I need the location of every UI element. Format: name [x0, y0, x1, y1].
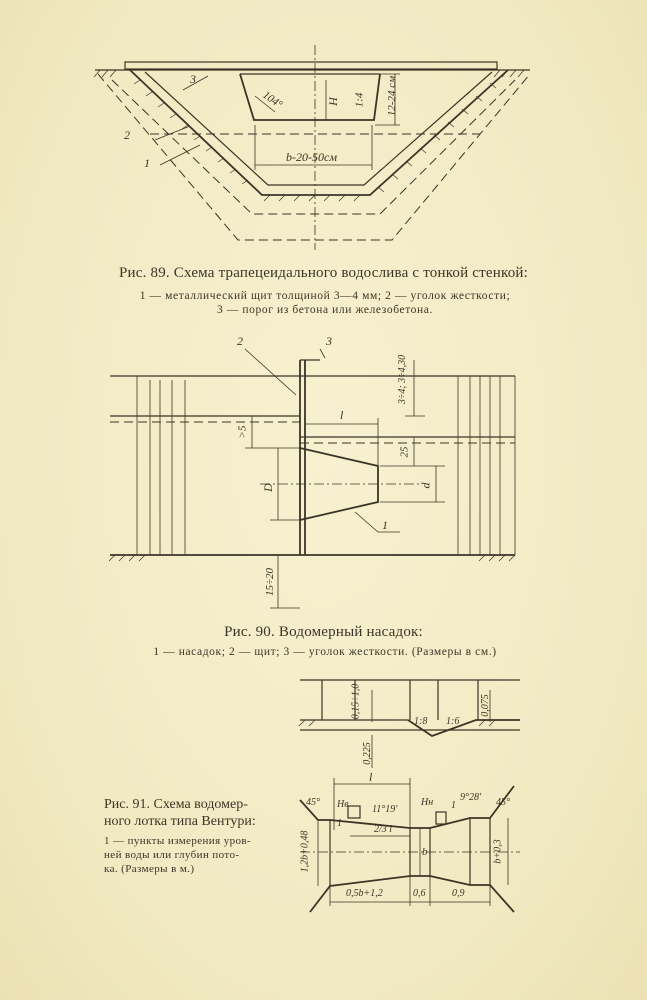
fig91-angle4-label: 9°28' — [460, 792, 482, 803]
fig89-label-1: 1 — [144, 156, 150, 170]
fig91-one1-label: 1 — [337, 818, 342, 829]
fig91-slope1-label: 1:8 — [414, 716, 428, 727]
fig91-slope2-label: 1:6 — [446, 716, 460, 727]
fig89-label-3: 3 — [190, 72, 196, 86]
fig91-dim1-label: 0,15÷1,0 — [350, 683, 362, 720]
fig89-caption-title: Рис. 89. Схема трапецеидального водослив… — [118, 265, 529, 281]
fig90-label-3: 3 — [326, 334, 332, 348]
fig91-caption-title-1: Рис. 91. Схема водомер- — [104, 797, 248, 812]
fig90-l-label: l — [340, 408, 344, 422]
fig91-angle1-label: 45° — [306, 797, 320, 808]
fig90-label-2: 2 — [237, 334, 243, 348]
fig91-dim2-label: 0,075 — [479, 694, 491, 717]
fig90-caption-note: 1 — насадок; 2 — щит; 3 — уголок жесткос… — [153, 646, 497, 658]
fig91-one2-label: 1 — [451, 800, 456, 811]
fig91-caption-note-3: ка. (Размеры в м.) — [104, 863, 195, 875]
fig90-label-1: 1 — [382, 518, 388, 532]
fig91-l-label: l — [369, 770, 373, 784]
fig91-bottom2-label: 0,6 — [413, 888, 426, 899]
fig91-caption-title-2: ного лотка типа Вентури: — [104, 814, 256, 829]
fig89-caption-note-1: 1 — металлический щит толщиной 3—4 мм; 2… — [139, 290, 511, 302]
fig91-bottom3-label: 0,9 — [452, 888, 465, 899]
fig89-caption-note-2: 3 — порог из бетона или железобетона. — [217, 304, 433, 316]
fig91-side-label: 1,2b+0,48 — [299, 830, 311, 873]
fig91-caption-note-1: 1 — пункты измерения уров- — [104, 835, 252, 847]
fig91-b03-label: b+0,3 — [492, 839, 504, 864]
fig91-angle3-label: 11°19' — [372, 804, 398, 815]
fig91-b-label: b — [422, 846, 428, 858]
fig91-bottom1-label: 0,5b+1,2 — [346, 888, 383, 899]
fig91-hb-label: Hв — [337, 799, 349, 810]
fig90-caption-title: Рис. 90. Водомерный насадок: — [224, 624, 423, 640]
fig91-two-thirds-label: 2/3 l — [374, 824, 393, 835]
fig91-hn-label: Hн — [421, 797, 434, 808]
fig91-caption-note-2: ней воды или глубин пото- — [104, 849, 240, 861]
fig89-width-label: b-20-50см — [286, 150, 337, 164]
fig91-dim3-label: 0,225 — [361, 742, 373, 765]
fig91-angle2-label: 45° — [496, 797, 510, 808]
figure-90-water-nozzle — [108, 348, 516, 609]
fig89-label-2: 2 — [124, 128, 130, 142]
figure-89-trapezoidal-weir — [93, 45, 531, 250]
